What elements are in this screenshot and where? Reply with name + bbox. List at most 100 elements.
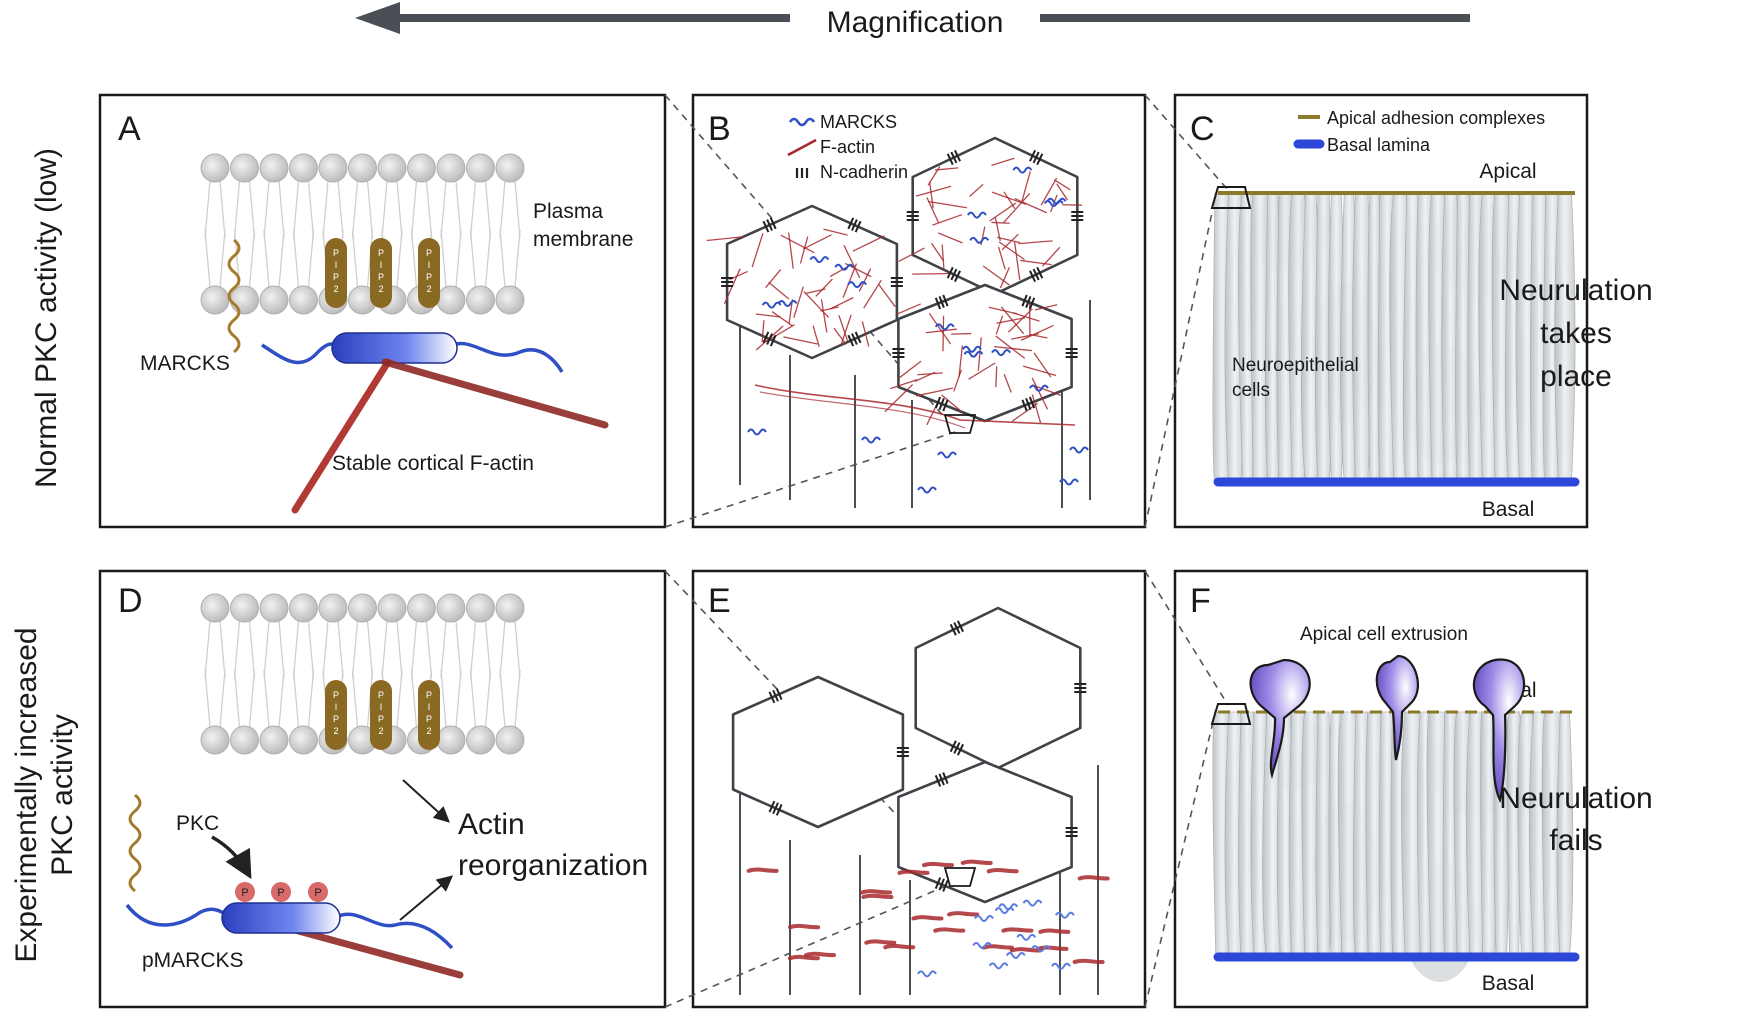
legend-marcks-wave-icon xyxy=(788,117,816,127)
factin-filament xyxy=(991,221,1010,224)
lipid-tail xyxy=(292,620,300,679)
factin-filament xyxy=(1040,177,1058,206)
factin-fragment xyxy=(861,893,894,900)
legend-apical-adhesion-label: Apical adhesion complexes xyxy=(1327,108,1545,128)
lipid-tail xyxy=(455,669,462,728)
factin-fragment xyxy=(787,954,820,961)
factin-filament xyxy=(1053,179,1071,191)
factin-filament xyxy=(958,345,964,377)
factin-filament xyxy=(953,369,963,392)
factin-fragment xyxy=(911,915,944,921)
ncadherin-junction xyxy=(851,333,858,345)
lipid-head xyxy=(436,285,466,315)
factin-filament xyxy=(928,181,934,209)
factin-filament xyxy=(995,335,1026,359)
phospho-site-1 xyxy=(235,882,255,902)
lipid-head xyxy=(289,725,318,755)
panel-e xyxy=(731,606,1110,995)
factin-filament xyxy=(989,202,1017,222)
lipid-head xyxy=(289,593,318,623)
lipid-tail xyxy=(514,620,521,679)
lipid-head xyxy=(466,593,495,623)
phospho-label-1: P xyxy=(241,887,248,899)
pkc-label: PKC xyxy=(176,812,219,835)
lipid-head xyxy=(466,285,495,315)
factin-fragment xyxy=(981,944,1014,950)
pkc-arrow xyxy=(211,835,252,880)
cortical-factin-band xyxy=(759,391,966,429)
pip2-letter: 2 xyxy=(333,726,338,736)
pmarcks-detached-factin xyxy=(291,926,464,979)
factin-filament xyxy=(783,336,818,345)
ncadherin-junction xyxy=(772,689,779,702)
factin-filament xyxy=(829,297,854,310)
zoom-box-e xyxy=(943,867,977,887)
lipid-head xyxy=(289,285,318,315)
lipid-head xyxy=(495,593,525,623)
lipid-head xyxy=(230,153,259,183)
lipid-tail xyxy=(219,229,226,288)
factin-filament xyxy=(1003,191,1016,209)
apical-extrusion-label: Apical cell extrusion xyxy=(1300,624,1468,645)
lipid-head xyxy=(466,153,495,183)
lipid-head xyxy=(289,153,318,183)
lipid-tail xyxy=(219,620,226,679)
factin-filament xyxy=(994,216,1001,241)
factin-fragment xyxy=(986,867,1019,874)
factin-filament xyxy=(771,311,794,327)
cortical-factin-band xyxy=(754,384,1076,426)
factin-filament xyxy=(820,299,828,333)
factin-fragment xyxy=(897,869,930,875)
stable-factin-label: Stable cortical F-actin xyxy=(332,452,534,475)
factin-filament xyxy=(812,325,820,347)
ncadherin-junction xyxy=(1021,294,1028,307)
lipid-head xyxy=(259,285,289,315)
factin-filament xyxy=(815,278,833,297)
phospho-site-2 xyxy=(271,882,291,902)
lipid-tail xyxy=(410,620,418,679)
lipid-head xyxy=(318,593,348,623)
ncadherin-junction xyxy=(1028,297,1036,310)
factin-fragment xyxy=(1038,928,1071,934)
panel-b-frame xyxy=(691,93,1147,529)
ncadherin-junction xyxy=(1036,266,1044,279)
lipid-tail xyxy=(351,669,359,728)
marcks-wave xyxy=(747,428,767,436)
factin-filament xyxy=(998,241,1025,261)
pip2-letter: 2 xyxy=(378,726,383,736)
ncadherin-junction xyxy=(953,622,961,634)
factin-filament xyxy=(932,214,963,226)
factin-filament xyxy=(1002,193,1031,224)
pmarcks-chain-right xyxy=(334,912,454,950)
panel-c-legend: Apical adhesion complexes Basal lamina xyxy=(1293,108,1545,155)
lipid-tail xyxy=(263,229,270,288)
factin-filament xyxy=(838,314,849,341)
pmarcks-effector-domain xyxy=(221,902,341,934)
factin-filament xyxy=(1003,373,1012,393)
lipid-tail xyxy=(469,229,477,288)
cell-outline xyxy=(897,283,1073,423)
ncadherin-junction xyxy=(954,149,961,162)
factin-filament xyxy=(1020,324,1054,341)
factin-filament xyxy=(706,235,745,242)
lipid-tail xyxy=(263,669,270,728)
factin-filament xyxy=(982,265,1010,286)
panel-c-frame xyxy=(1173,93,1589,529)
lipid-tail xyxy=(248,229,256,288)
factin-filament xyxy=(1012,312,1040,322)
pip2-letter: P xyxy=(333,248,339,258)
marcks-wave xyxy=(1016,933,1037,941)
factin-filament xyxy=(765,269,782,289)
factin-filament xyxy=(995,315,1004,335)
factin-filament-2 xyxy=(381,358,609,429)
lipid-tail xyxy=(440,180,447,239)
marcks-wave xyxy=(917,486,937,494)
factin-fragment xyxy=(1036,945,1069,951)
factin-fragment xyxy=(864,939,897,945)
lipid-head xyxy=(407,153,436,183)
pip2-letter: P xyxy=(426,714,432,724)
ncadherin-junction xyxy=(938,296,945,308)
ncadherin-junction xyxy=(1032,268,1040,281)
ncadherin-junction xyxy=(1036,153,1044,166)
ncadherin-junction xyxy=(942,294,949,307)
